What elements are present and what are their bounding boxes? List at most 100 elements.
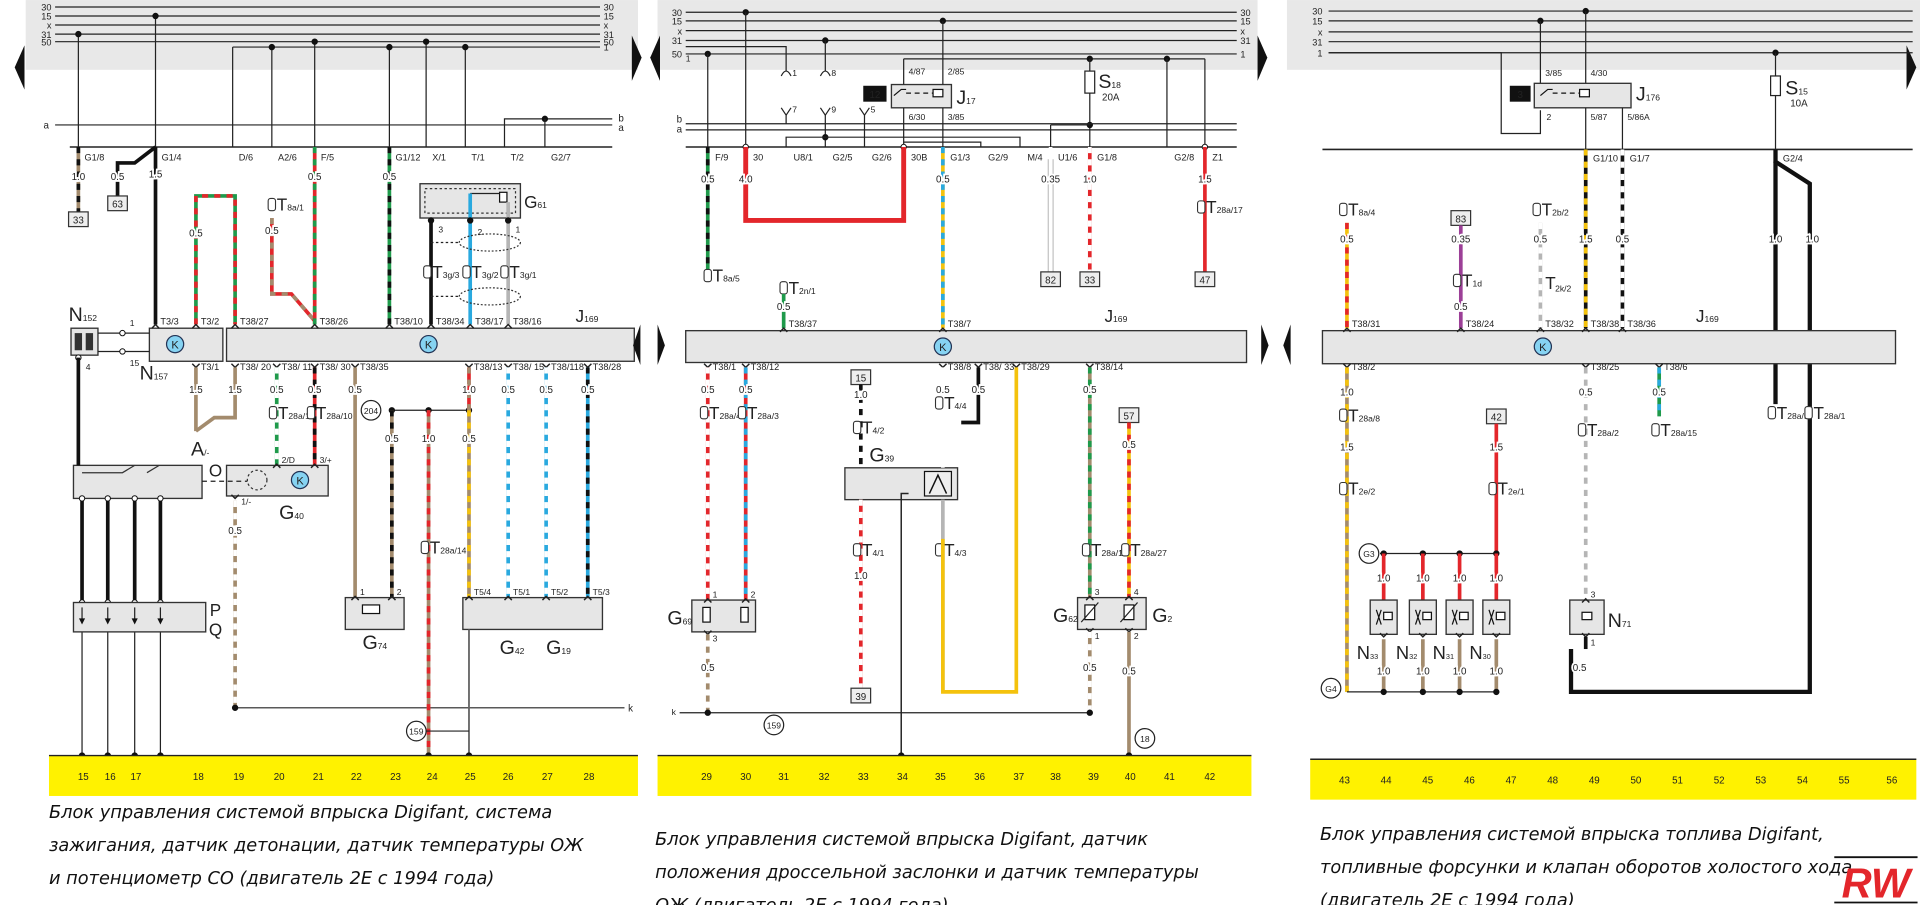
designator-index: 8a/5 — [723, 274, 740, 284]
designator-letter: G — [1053, 605, 1068, 627]
wire-size: 1.0 — [1453, 667, 1467, 678]
designator-letter: N — [1433, 642, 1446, 663]
ground-point-label: 18 — [1140, 734, 1150, 744]
reference-box — [1194, 271, 1216, 288]
designator-letter: J — [1636, 83, 1646, 105]
k-symbol: K — [1539, 342, 1547, 354]
reference-box — [67, 211, 89, 228]
track-number: 56 — [1886, 776, 1897, 787]
relay-coil — [1578, 88, 1591, 98]
wire-size: 0.5 — [701, 174, 715, 185]
junction-dot — [231, 704, 239, 711]
component-o: O — [209, 460, 222, 480]
bus-label: 50 — [672, 50, 682, 60]
junction-dot — [422, 38, 430, 45]
connector-label: T8a/5 — [713, 266, 740, 286]
sensor-element — [498, 191, 508, 203]
ground-point-circle — [1358, 543, 1380, 564]
pin-number: 15 — [130, 358, 140, 368]
continuation-arrow-icon — [633, 324, 641, 365]
solenoid-icon — [1383, 611, 1393, 621]
pin-label: G1/4 — [162, 152, 182, 162]
pin-number: 3 — [1591, 590, 1596, 600]
designator-index: 176 — [1646, 92, 1661, 102]
splice-icon — [859, 107, 870, 117]
wire-size: 0.5 — [1616, 234, 1630, 245]
connector-label: T28a/3 — [747, 403, 779, 423]
wire-size: 1.5 — [149, 170, 163, 181]
track-number: 52 — [1714, 776, 1725, 787]
splice-icon — [780, 107, 792, 117]
designator-letter: A — [191, 439, 205, 461]
pin-arrow — [350, 595, 360, 601]
track-number: 53 — [1755, 776, 1766, 787]
pin-label: G1/3 — [950, 152, 970, 162]
pin-number: T5/1 — [513, 587, 530, 597]
relay-pin: 4/30 — [1591, 68, 1608, 78]
ground-point-circle — [360, 399, 382, 421]
pin-arrow — [464, 595, 474, 601]
designator-letter: T — [1091, 540, 1102, 560]
pin-number: 3 — [713, 634, 718, 644]
pin-arrow — [1124, 595, 1134, 601]
bus-label: 50 — [604, 37, 614, 47]
wire-size: 1.0 — [1805, 234, 1819, 245]
junction-dot — [152, 12, 159, 20]
pin-arrow — [503, 595, 513, 601]
splice-icon — [819, 70, 831, 77]
wire-size: 1.0 — [1416, 574, 1430, 585]
designator-letter: G — [667, 608, 682, 630]
pin-arrow — [230, 363, 240, 369]
pin-number: 1 — [516, 225, 521, 235]
component-g62: G62 — [1053, 605, 1078, 627]
bus-label: 1 — [1240, 50, 1245, 60]
pin-label: G2/4 — [1783, 154, 1803, 164]
wire-size: 1.5 — [1340, 443, 1354, 454]
connector-icon — [306, 406, 316, 420]
track-number: 27 — [542, 772, 553, 783]
shield-oval — [458, 233, 522, 252]
designator-letter: T — [944, 393, 955, 413]
designator-letter: T — [747, 403, 758, 423]
caption-line: Блок управления системой впрыска топлива… — [1320, 825, 1824, 845]
pin-arrow — [151, 323, 160, 329]
connector-icon — [1532, 202, 1541, 217]
bus-label: 31 — [1312, 37, 1322, 47]
bus-label: 30 — [672, 8, 682, 18]
track-number: 30 — [740, 772, 751, 783]
ecu-pin-label: T3/1 — [201, 362, 219, 372]
pin-arrow — [1581, 597, 1590, 604]
g40-hall-sender — [225, 464, 329, 497]
designator-index: 1d — [1473, 279, 1483, 289]
wire-size: 1.0 — [1083, 174, 1097, 185]
continuation-arrow-icon — [657, 324, 665, 365]
continuation-arrow-icon — [631, 35, 642, 81]
n157-ignition-module — [148, 327, 224, 362]
pin-label: X/1 — [432, 152, 446, 162]
pin-number: 1 — [713, 590, 718, 600]
valve-icon — [1451, 609, 1458, 625]
pin-label: 30B — [911, 152, 927, 162]
pin-arrow — [703, 597, 712, 604]
ecu-pin-label: T38/26 — [320, 317, 349, 327]
designator-letter: G — [362, 632, 377, 654]
pin-label: T/1 — [471, 152, 484, 162]
connector-icon — [267, 197, 277, 212]
connector-icon — [852, 543, 862, 557]
pin-arrow — [191, 323, 201, 329]
ecu-pin-label: T38/ 33 — [983, 362, 1014, 372]
designator-index: 31 — [1446, 652, 1454, 661]
caption-line: Блок управления системой впрыска Digifan… — [655, 830, 1148, 850]
pin-number: 2/D — [282, 455, 295, 465]
ground-point-circle — [1320, 677, 1342, 699]
track-number: 47 — [1506, 776, 1517, 787]
designator-index: 61 — [537, 200, 547, 210]
designator-index: 28a/5 — [1787, 411, 1809, 421]
connector-label: T28a/2 — [1587, 420, 1619, 440]
designator-index: 28a/10 — [326, 411, 352, 421]
thermistor — [361, 604, 381, 615]
ground-point-label: G4 — [1325, 684, 1337, 694]
pin-number: 1 — [360, 587, 365, 597]
designator-index: 169 — [1704, 314, 1719, 324]
